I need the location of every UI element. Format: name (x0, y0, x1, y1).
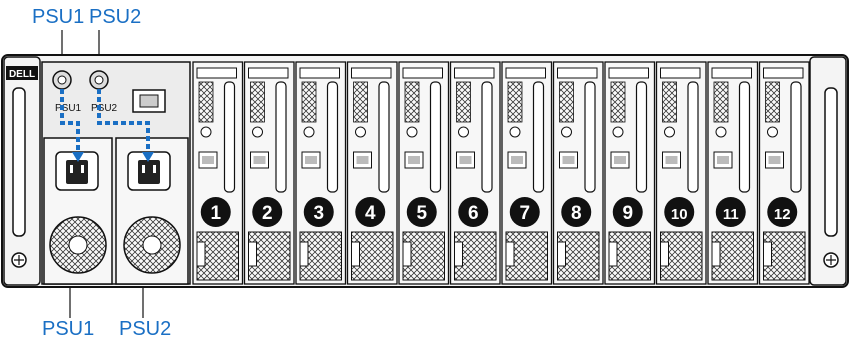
sled-handle-icon (328, 82, 338, 192)
sled-latch (506, 68, 546, 78)
sled-release-tab (506, 242, 514, 266)
sled-9[interactable]: 9 (605, 62, 655, 284)
sled-status-icon (768, 127, 778, 137)
sled-latch (558, 68, 598, 78)
sled-vent (405, 82, 419, 122)
sled-number-label: 10 (671, 206, 688, 223)
sled-6[interactable]: 6 (451, 62, 501, 284)
sled-status-icon (356, 127, 366, 137)
sled-1[interactable]: 1 (193, 62, 243, 284)
left-handle (13, 88, 25, 236)
sled-handle-icon (688, 82, 698, 192)
sled-handle-icon (637, 82, 647, 192)
sled-status-icon (407, 127, 417, 137)
sled-7[interactable]: 7 (502, 62, 552, 284)
sled-vent (663, 82, 677, 122)
sled-number-label: 7 (519, 203, 530, 224)
sled-latch (712, 68, 752, 78)
port-label-psu1: PSU1 (55, 103, 82, 114)
sled-vent (714, 82, 728, 122)
right-handle (825, 88, 837, 236)
sled-status-icon (716, 127, 726, 137)
sled-handle-icon (431, 82, 441, 192)
sled-vent (560, 82, 574, 122)
sled-release-tab (249, 242, 257, 266)
sled-latch (661, 68, 701, 78)
sled-4[interactable]: 4 (348, 62, 398, 284)
sled-release-tab (352, 242, 360, 266)
sled-vent (251, 82, 265, 122)
sled-handle-icon (276, 82, 286, 192)
sled-latch (352, 68, 392, 78)
sled-number-label: 1 (210, 203, 221, 224)
sled-handle-icon (225, 82, 235, 192)
sled-status-icon (201, 127, 211, 137)
sled-latch (249, 68, 289, 78)
sled-release-tab (764, 242, 772, 266)
sled-number-label: 4 (365, 203, 376, 224)
sled-release-tab (197, 242, 205, 266)
sled-status-icon (459, 127, 469, 137)
sled-vent (199, 82, 213, 122)
sled-handle-icon (534, 82, 544, 192)
sled-number-label: 8 (571, 203, 582, 224)
sled-status-icon (510, 127, 520, 137)
sled-status-icon (613, 127, 623, 137)
sled-handle-icon (482, 82, 492, 192)
sled-release-tab (661, 242, 669, 266)
sled-handle-icon (379, 82, 389, 192)
sled-release-tab (300, 242, 308, 266)
sled-latch (609, 68, 649, 78)
sled-12[interactable]: 12 (760, 62, 810, 284)
sled-latch (300, 68, 340, 78)
sled-number-label: 9 (622, 203, 633, 224)
sled-status-icon (304, 127, 314, 137)
sled-latch (764, 68, 804, 78)
sled-vent (457, 82, 471, 122)
sled-vent (302, 82, 316, 122)
sled-handle-icon (791, 82, 801, 192)
sled-latch (455, 68, 495, 78)
sled-release-tab (609, 242, 617, 266)
sled-number-label: 11 (723, 206, 739, 223)
sled-release-tab (455, 242, 463, 266)
sled-release-tab (558, 242, 566, 266)
sled-release-tab (403, 242, 411, 266)
sled-vent (611, 82, 625, 122)
sled-vent (766, 82, 780, 122)
sled-status-icon (253, 127, 263, 137)
port-label-psu2: PSU2 (91, 103, 118, 114)
dell-logo: DELL (6, 66, 38, 80)
sled-handle-icon (740, 82, 750, 192)
sled-2[interactable]: 2 (245, 62, 295, 284)
sled-release-tab (712, 242, 720, 266)
sled-10[interactable]: 10 (657, 62, 707, 284)
sled-vent (354, 82, 368, 122)
sled-number-label: 12 (774, 206, 791, 223)
sled-status-icon (562, 127, 572, 137)
sled-number-label: 2 (262, 203, 273, 224)
sled-8[interactable]: 8 (554, 62, 604, 284)
sled-number-label: 3 (313, 203, 324, 224)
sled-latch (197, 68, 237, 78)
sled-number-label: 6 (468, 203, 479, 224)
sled-3[interactable]: 3 (296, 62, 346, 284)
sled-status-icon (665, 127, 675, 137)
sled-vent (508, 82, 522, 122)
svg-text:DELL: DELL (9, 69, 35, 80)
sled-number-label: 5 (416, 203, 427, 224)
sled-latch (403, 68, 443, 78)
sled-5[interactable]: 5 (399, 62, 449, 284)
sled-handle-icon (585, 82, 595, 192)
sled-11[interactable]: 11 (708, 62, 758, 284)
